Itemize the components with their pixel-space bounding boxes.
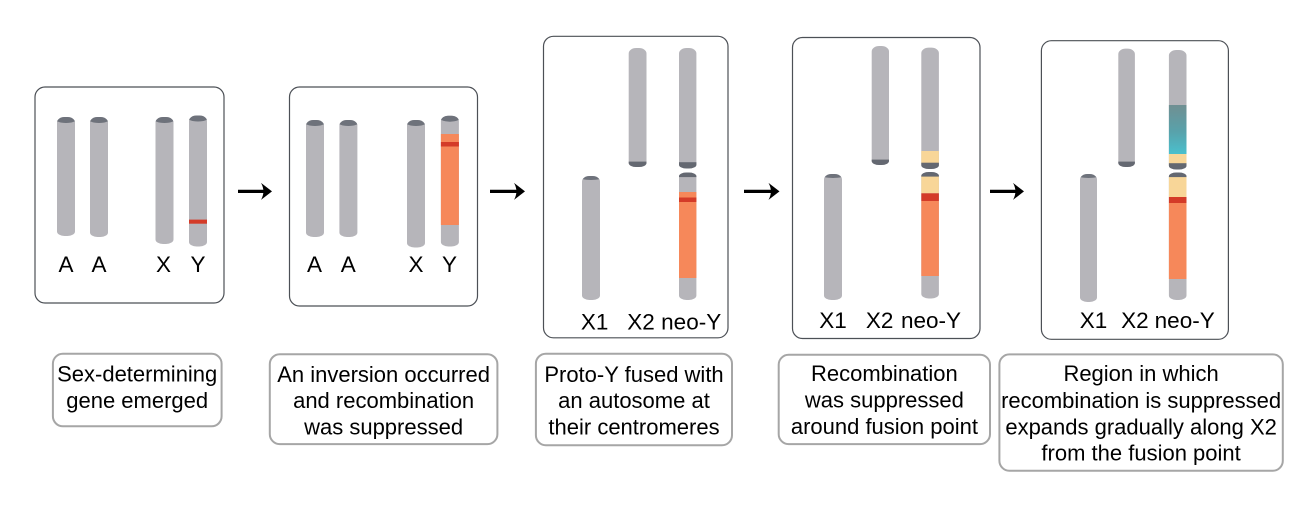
svg-text:A: A — [307, 252, 322, 277]
svg-text:X1: X1 — [581, 310, 609, 335]
svg-text:X1: X1 — [1080, 308, 1108, 333]
svg-text:was suppressed: was suppressed — [804, 388, 964, 413]
svg-text:from the fusion point: from the fusion point — [1041, 441, 1240, 466]
svg-text:X: X — [408, 252, 423, 277]
svg-text:Sex-determining: Sex-determining — [57, 362, 217, 387]
svg-text:X2: X2 — [1121, 308, 1149, 333]
svg-text:X2: X2 — [627, 310, 655, 335]
svg-text:gene emerged: gene emerged — [66, 388, 208, 413]
svg-text:A: A — [58, 252, 73, 277]
svg-text:An inversion occurred: An inversion occurred — [277, 362, 490, 387]
svg-text:A: A — [341, 252, 356, 277]
svg-text:and recombination: and recombination — [293, 388, 474, 413]
svg-text:was suppressed: was suppressed — [303, 414, 463, 439]
svg-text:neo-Y: neo-Y — [661, 310, 721, 335]
svg-text:expands gradually along X2: expands gradually along X2 — [1005, 415, 1277, 440]
svg-text:their centromeres: their centromeres — [548, 414, 719, 439]
svg-text:Y: Y — [442, 252, 457, 277]
svg-text:Recombination: Recombination — [811, 361, 958, 386]
svg-text:Region in which: Region in which — [1063, 361, 1218, 386]
svg-text:an autosome at: an autosome at — [558, 388, 710, 413]
svg-text:A: A — [91, 252, 106, 277]
svg-text:around fusion point: around fusion point — [791, 414, 978, 439]
svg-text:neo-Y: neo-Y — [901, 308, 961, 333]
svg-text:Y: Y — [190, 252, 205, 277]
svg-text:recombination is suppressed: recombination is suppressed — [1001, 388, 1281, 413]
svg-text:neo-Y: neo-Y — [1155, 308, 1215, 333]
svg-text:X2: X2 — [866, 308, 894, 333]
svg-text:Proto-Y fused with: Proto-Y fused with — [544, 362, 723, 387]
svg-text:X: X — [156, 252, 171, 277]
svg-text:X1: X1 — [819, 308, 847, 333]
